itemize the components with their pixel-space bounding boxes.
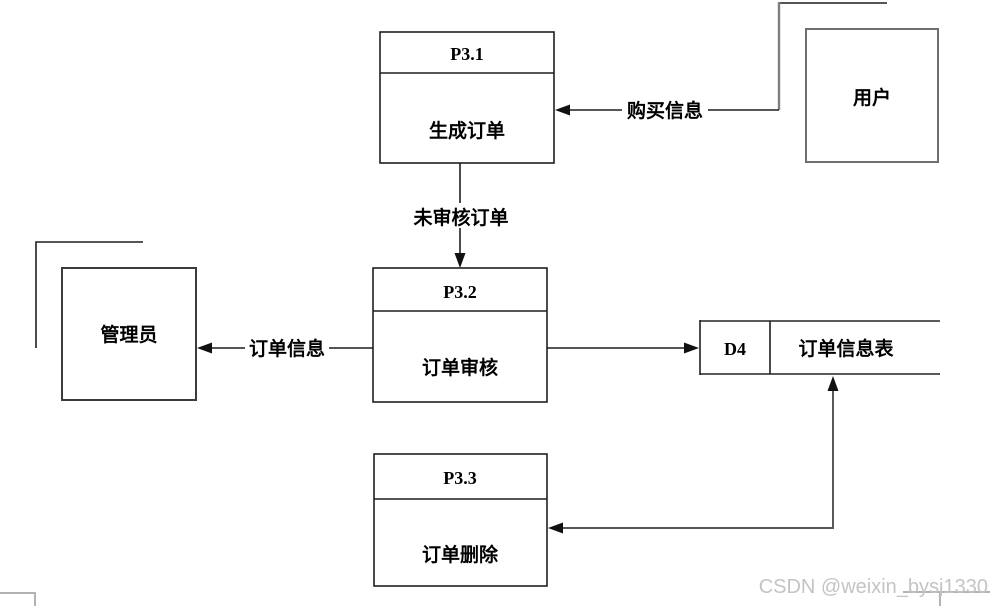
process-p33-label: 订单删除 xyxy=(422,543,499,566)
datastore-d4-id: D4 xyxy=(724,339,746,359)
flow-unreviewed-order: 未审核订单 xyxy=(410,163,512,268)
entity-admin: 管理员 xyxy=(61,267,197,401)
flow-label-order-info: 订单信息 xyxy=(249,337,325,360)
process-p31-id: P3.1 xyxy=(450,44,484,64)
process-p32-label: 订单审核 xyxy=(422,356,498,379)
flow-label-unreviewed-order: 未审核订单 xyxy=(412,206,508,229)
process-p31-label: 生成订单 xyxy=(429,119,505,142)
arrowhead-right-icon xyxy=(684,342,699,354)
bottom-right-crop-line xyxy=(903,591,990,606)
entity-user-label: 用户 xyxy=(853,86,891,109)
top-right-crop-line xyxy=(777,2,887,110)
flow-p33-d4-connector xyxy=(548,376,839,534)
arrowhead-left-icon xyxy=(548,522,563,534)
entity-user: 用户 xyxy=(805,28,939,163)
bottom-left-crop-line xyxy=(0,592,36,606)
datastore-d4: D4 订单信息表 xyxy=(699,320,940,375)
datastore-d4-label: 订单信息表 xyxy=(798,337,894,360)
process-p31: P3.1 生成订单 xyxy=(379,31,555,164)
process-p33-id: P3.3 xyxy=(443,468,477,488)
top-left-crop-line xyxy=(35,241,143,348)
entity-admin-label: 管理员 xyxy=(100,323,157,346)
flow-p32-to-d4 xyxy=(547,342,699,354)
process-p32-id: P3.2 xyxy=(443,282,477,302)
flow-purchase-info: 购买信息 xyxy=(555,97,779,122)
arrowhead-left-icon xyxy=(555,104,570,116)
process-p33: P3.3 订单删除 xyxy=(373,453,548,587)
arrowhead-left-icon xyxy=(197,342,212,354)
watermark-text: CSDN @weixin_bysj1330 xyxy=(759,576,988,598)
arrowhead-down-icon xyxy=(454,253,466,268)
flow-label-purchase-info: 购买信息 xyxy=(627,99,703,122)
arrowhead-up-icon xyxy=(827,376,839,391)
process-p32: P3.2 订单审核 xyxy=(372,267,548,403)
flow-order-info: 订单信息 xyxy=(197,336,373,360)
